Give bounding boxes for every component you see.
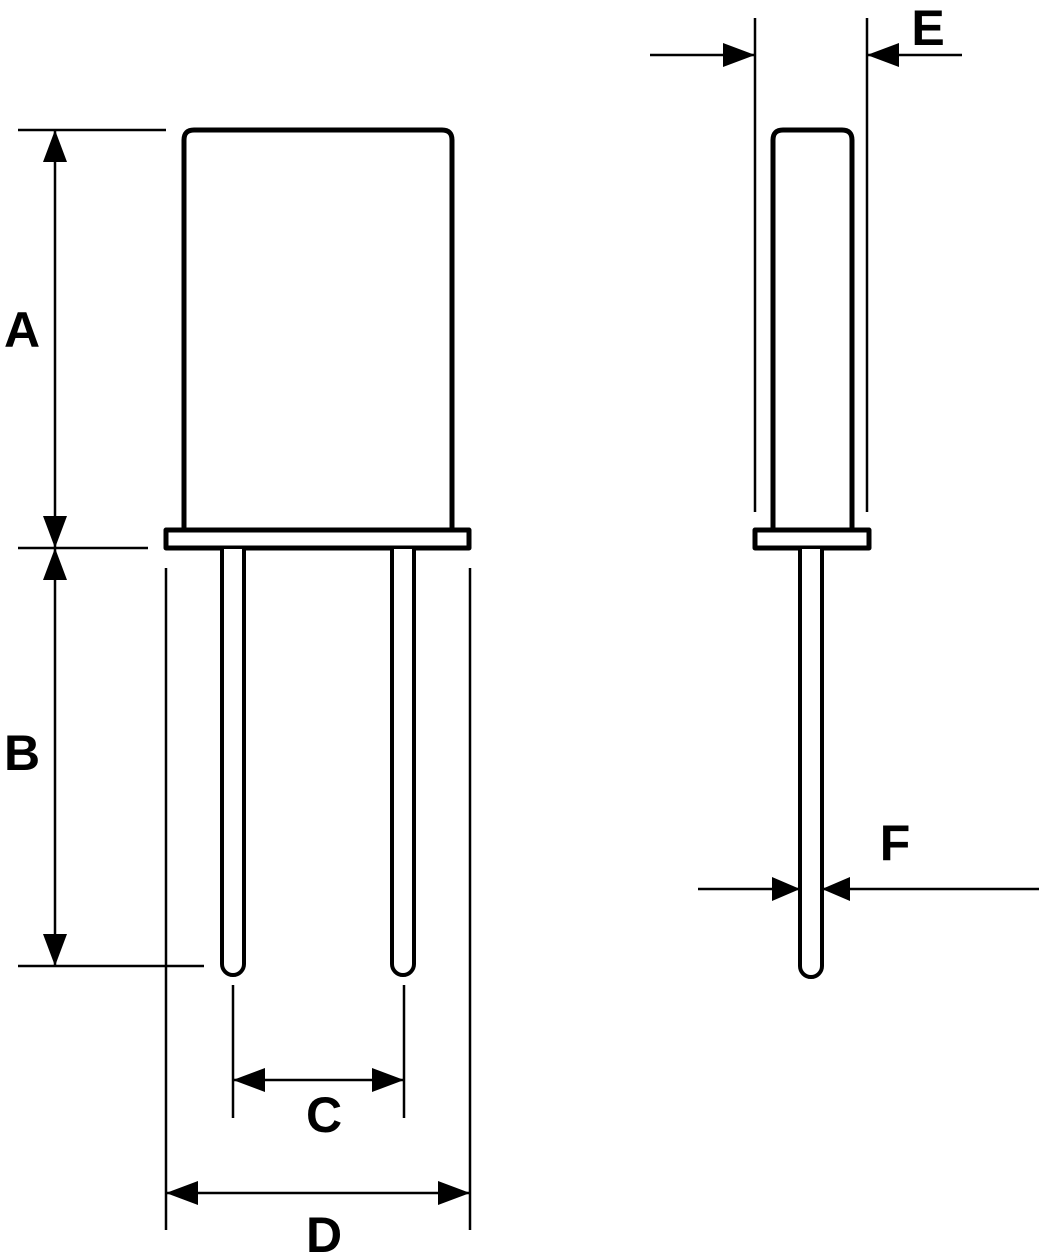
side-view [752, 127, 872, 979]
dim-b-arrow-top [43, 548, 67, 580]
front-can-body [181, 127, 455, 533]
dim-b-arrow-bottom [43, 934, 67, 966]
dim-a-arrow-bottom [43, 516, 67, 548]
dim-d-arrow-right [438, 1181, 470, 1205]
dimension-e: E [650, 0, 962, 512]
front-base-flange [163, 527, 472, 551]
dimension-d: D [164, 568, 472, 1255]
dim-e-label: E [911, 0, 944, 56]
dim-c-arrow-right [372, 1068, 404, 1092]
side-base-flange [752, 527, 872, 551]
dim-e-arrow-left [723, 43, 755, 67]
dim-c-label: C [306, 1087, 342, 1143]
dim-f-label: F [880, 815, 911, 871]
dimension-f: F [698, 815, 1039, 901]
dimension-a: A [4, 128, 166, 550]
dim-a-arrow-top [43, 130, 67, 162]
dimension-b: B [4, 548, 204, 968]
front-view [163, 127, 472, 977]
dim-d-label: D [306, 1207, 342, 1255]
dim-b-label: B [4, 725, 40, 781]
dim-f-arrow-left [772, 877, 800, 901]
dim-f-arrow-right [822, 877, 850, 901]
front-right-pin [390, 549, 416, 977]
dim-c-arrow-left [233, 1068, 265, 1092]
front-left-pin [220, 549, 246, 977]
dimension-c: C [231, 985, 406, 1143]
dim-d-arrow-left [166, 1181, 198, 1205]
side-can-body [770, 127, 855, 533]
side-pin [798, 549, 824, 979]
dim-a-label: A [4, 302, 40, 358]
dim-e-arrow-right [867, 43, 899, 67]
